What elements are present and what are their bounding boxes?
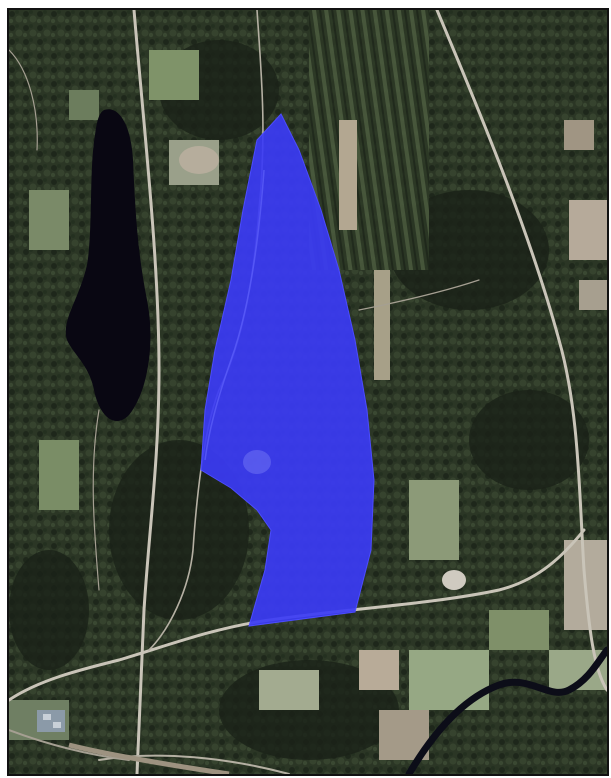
map-frame	[7, 8, 609, 776]
satellite-map[interactable]	[9, 10, 607, 774]
settlement	[37, 710, 230, 774]
field-strips	[309, 10, 459, 560]
river	[405, 646, 607, 774]
east-road	[435, 10, 607, 692]
highlighted-area[interactable]	[200, 113, 375, 627]
lake	[65, 109, 151, 421]
north-south-road	[132, 10, 161, 774]
fields	[9, 50, 607, 760]
